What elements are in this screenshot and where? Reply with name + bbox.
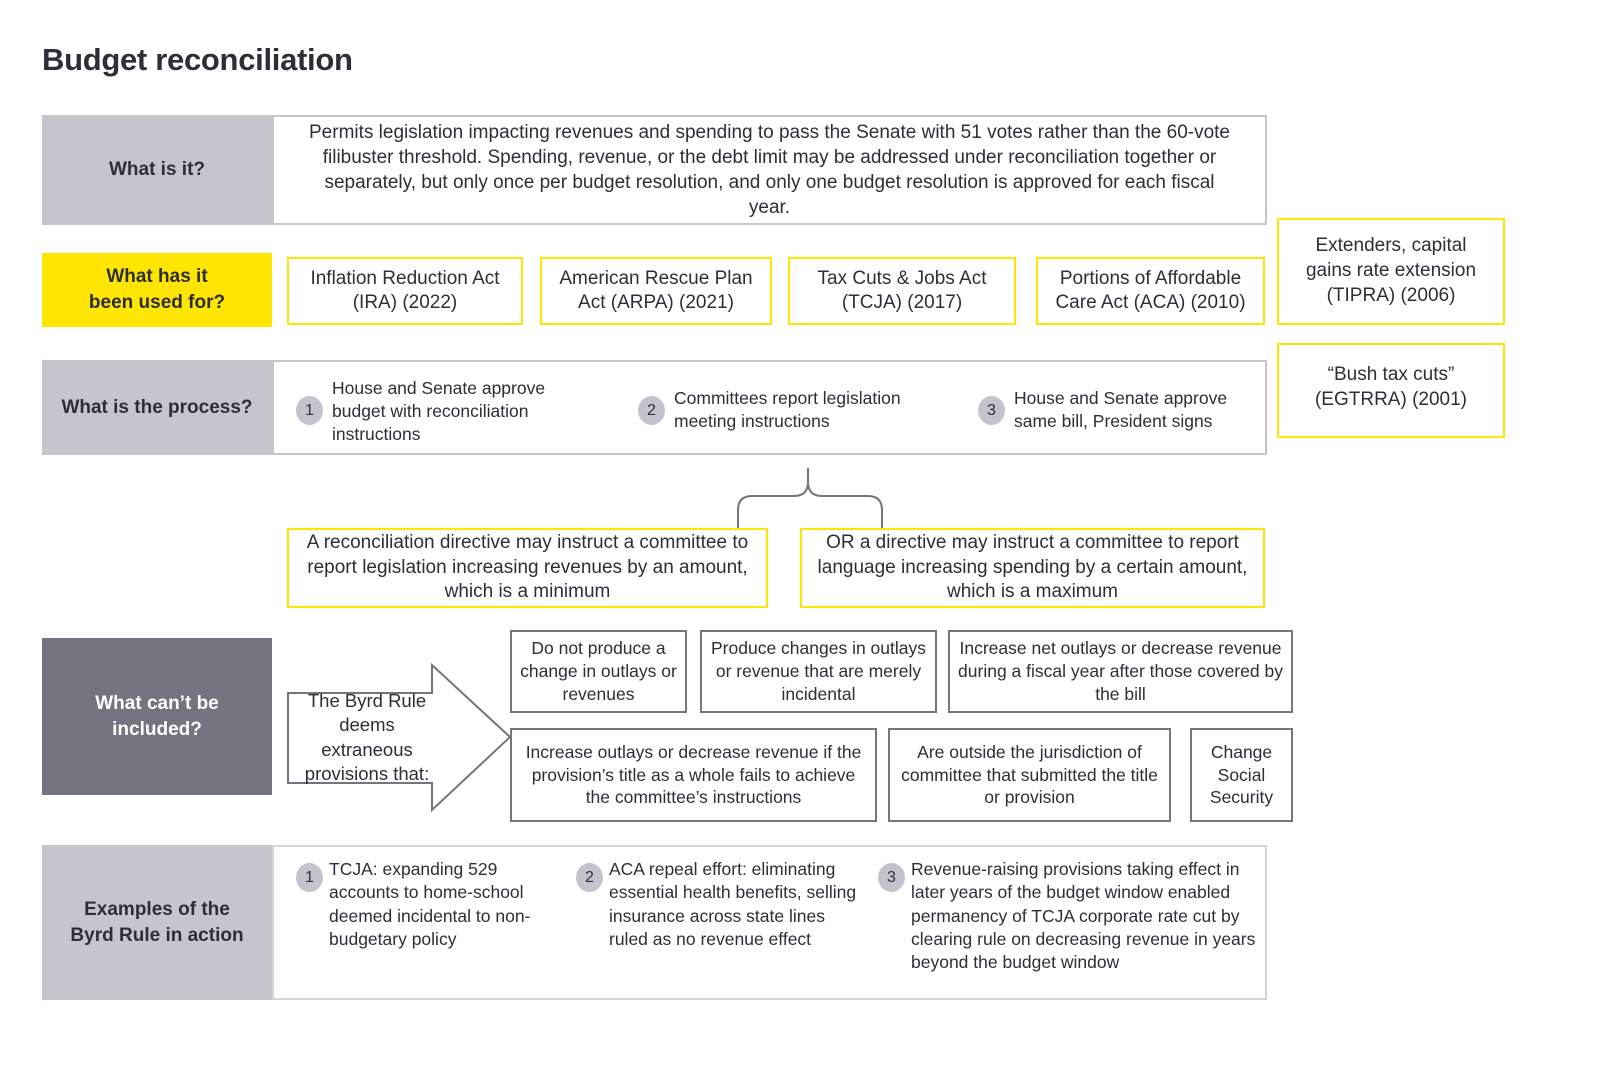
step-number-badge: 3 — [978, 396, 1005, 425]
process-steps-box: 1 House and Senate approve budget with r… — [272, 360, 1267, 455]
used-for-label: What has it been used for? — [42, 253, 272, 327]
directive-maximum-box: OR a directive may instruct a committee … — [800, 528, 1265, 608]
examples-box: 1 TCJA: expanding 529 accounts to home-s… — [272, 845, 1267, 1000]
act-box-aca: Portions of Affordable Care Act (ACA) (2… — [1036, 257, 1265, 325]
side-box-tipra: Extenders, capital gains rate extension … — [1277, 218, 1505, 325]
act-box-arpa: American Rescue Plan Act (ARPA) (2021) — [540, 257, 772, 325]
page-title: Budget reconciliation — [42, 42, 353, 77]
cant-include-label: What can’t be included? — [42, 638, 272, 795]
byrd-rule-arrow — [287, 662, 512, 813]
step-text: House and Senate approve same bill, Pres… — [1014, 388, 1228, 431]
what-is-it-description: Permits legislation impacting revenues a… — [309, 121, 1230, 219]
byrd-item-box: Increase outlays or decrease revenue if … — [510, 728, 877, 822]
example-text: TCJA: expanding 529 accounts to home-sch… — [329, 859, 531, 949]
step-text: House and Senate approve budget with rec… — [332, 378, 546, 444]
byrd-rule-arrow-text: The Byrd Rule deems extraneous provision… — [304, 690, 430, 784]
byrd-item-box: Produce changes in outlays or revenue th… — [700, 630, 937, 713]
example-number-badge: 2 — [576, 863, 603, 892]
act-box-ira: Inflation Reduction Act (IRA) (2022) — [287, 257, 523, 325]
byrd-item-box: Change Social Security — [1190, 728, 1293, 822]
directive-minimum-box: A reconciliation directive may instruct … — [287, 528, 768, 608]
byrd-item-box: Do not produce a change in outlays or re… — [510, 630, 687, 713]
what-is-it-label: What is it? — [42, 115, 272, 225]
example-number-badge: 1 — [296, 863, 323, 892]
branch-connector — [737, 468, 883, 528]
examples-label: Examples of the Byrd Rule in action — [42, 845, 272, 1000]
act-box-tcja: Tax Cuts & Jobs Act (TCJA) (2017) — [788, 257, 1016, 325]
byrd-item-box: Are outside the jurisdiction of committe… — [888, 728, 1171, 822]
byrd-item-box: Increase net outlays or decrease revenue… — [948, 630, 1293, 713]
side-box-egtrra: “Bush tax cuts” (EGTRRA) (2001) — [1277, 343, 1505, 438]
process-label: What is the process? — [42, 360, 272, 455]
step-number-badge: 2 — [638, 396, 665, 425]
example-number-badge: 3 — [878, 863, 905, 892]
example-text: ACA repeal effort: eliminating essential… — [609, 859, 857, 949]
step-text: Committees report legislation meeting in… — [674, 388, 901, 431]
step-number-badge: 1 — [296, 396, 323, 425]
what-is-it-description-box: Permits legislation impacting revenues a… — [272, 115, 1267, 225]
example-text: Revenue-raising provisions taking effect… — [911, 859, 1256, 973]
